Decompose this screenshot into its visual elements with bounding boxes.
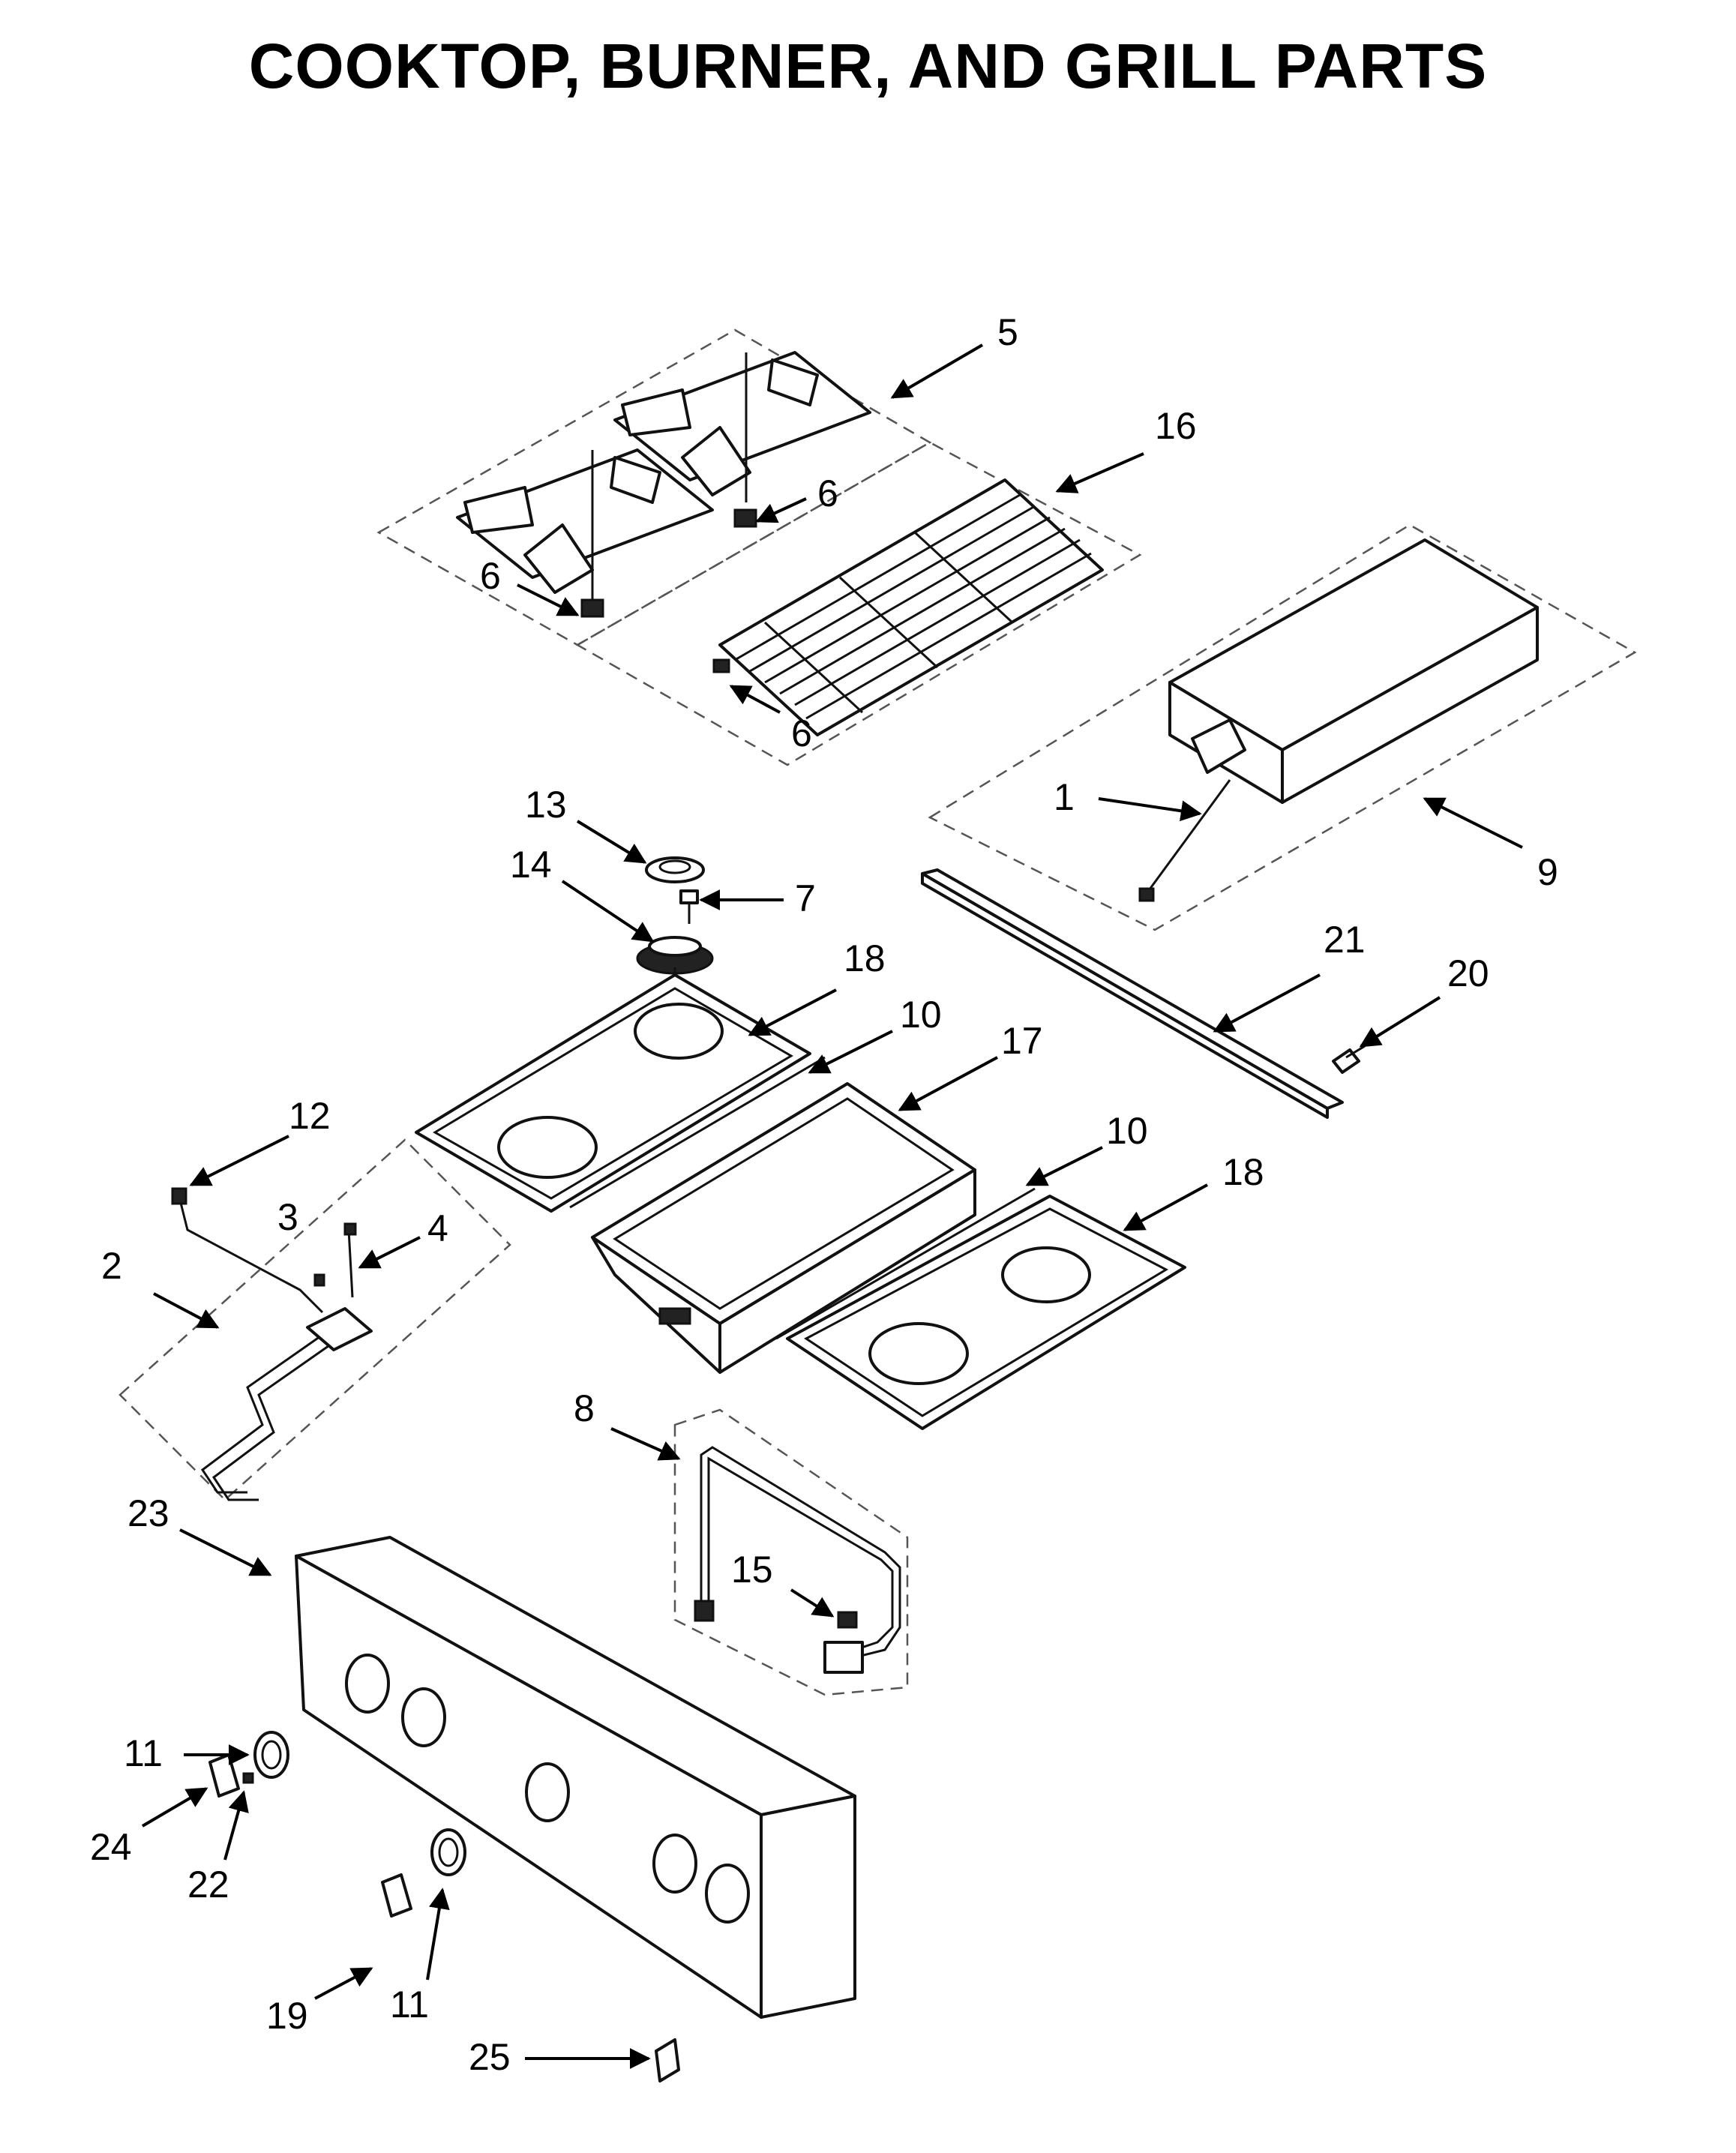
gas-tube: [694, 1446, 901, 1674]
knob-bezel-lower: [430, 1828, 466, 1876]
leader-12: [189, 1135, 289, 1186]
panel-clip: [655, 2038, 680, 2083]
callout-5: 5: [997, 311, 1018, 353]
burner-grate-right: [613, 351, 871, 528]
leader-10-upper: [808, 1030, 893, 1074]
callout-7: 7: [795, 877, 816, 919]
callout-4: 4: [427, 1207, 448, 1249]
side-strip-right: [775, 1187, 1036, 1340]
burner-tray-right: [786, 1195, 1186, 1430]
griddle: [1138, 538, 1539, 902]
callout-6-bottom: 6: [791, 712, 812, 754]
leader-5: [890, 343, 984, 399]
leader-8: [610, 1427, 681, 1461]
leader-6-right: [755, 497, 807, 523]
burner-base: [636, 936, 714, 975]
grill-pan: [591, 1082, 976, 1374]
leader-13: [576, 820, 647, 864]
griddle-outline: [928, 523, 1637, 931]
side-strip-left: [569, 1056, 826, 1209]
diagram-title: COOKTOP, BURNER, AND GRILL PARTS: [248, 31, 1488, 101]
gas-tube-outline: [673, 1408, 909, 1696]
leader-22: [223, 1790, 249, 1861]
leader-17: [898, 1056, 998, 1111]
gas-manifold: [178, 1199, 373, 1501]
callout-labels: 5 16 6 6 6 1 9 13 14 7 18 10 17 21 20 10…: [90, 311, 1558, 2078]
leader-23: [179, 1528, 272, 1576]
assembly-outlines: [118, 328, 1637, 1696]
callout-21: 21: [1324, 919, 1366, 961]
callout-14: 14: [510, 844, 552, 886]
burner-cap: [645, 856, 705, 883]
callout-18-upper: 18: [844, 937, 886, 979]
callout-6-left: 6: [480, 555, 501, 597]
control-panel: [295, 1536, 856, 2019]
callout-15: 15: [731, 1549, 773, 1591]
callout-19: 19: [266, 1995, 308, 2037]
callout-25: 25: [469, 2036, 511, 2078]
hose-fitting: [171, 1187, 187, 1205]
burner-grate-left: [456, 448, 714, 618]
leader-9: [1423, 797, 1523, 849]
callout-8: 8: [574, 1387, 595, 1429]
grate-assembly-outline: [376, 328, 932, 646]
leader-10-lower: [1025, 1146, 1103, 1186]
leader-14: [561, 880, 655, 943]
callout-20: 20: [1447, 952, 1489, 994]
callout-17: 17: [1001, 1020, 1043, 1062]
callout-10-lower: 10: [1106, 1110, 1148, 1152]
knob-lower: [381, 1873, 412, 1918]
leader-2: [153, 1292, 220, 1329]
callout-13: 13: [525, 784, 567, 826]
burner-screw: [679, 889, 699, 924]
callout-9: 9: [1537, 851, 1558, 893]
callout-16: 16: [1155, 405, 1197, 447]
callout-2: 2: [101, 1245, 122, 1287]
callout-23: 23: [127, 1492, 169, 1534]
leader-18-lower: [1123, 1183, 1208, 1231]
knob-bezel-upper: [253, 1731, 289, 1779]
orifice-fitting: [837, 1611, 858, 1629]
leader-1: [1098, 797, 1202, 822]
knob-screw: [242, 1772, 254, 1784]
callout-6-right: 6: [817, 472, 838, 514]
leader-20: [1359, 996, 1441, 1048]
knob-upper: [208, 1753, 240, 1798]
trim-screw: [1332, 1045, 1366, 1074]
orifice-screw: [313, 1273, 325, 1287]
leader-4: [358, 1236, 421, 1269]
leader-21: [1213, 973, 1321, 1033]
leader-6-bottom: [729, 685, 781, 714]
burner-tray-left: [415, 973, 811, 1213]
leader-arrows: [141, 343, 1523, 2069]
leader-19: [314, 1967, 373, 2000]
callout-22: 22: [187, 1864, 229, 1906]
ignitor-electrode: [343, 1222, 357, 1298]
callout-3: 3: [277, 1196, 298, 1238]
callout-24: 24: [90, 1826, 132, 1868]
grill-grate: [712, 478, 1104, 736]
callout-1: 1: [1054, 776, 1075, 818]
callout-11-upper: 11: [124, 1732, 163, 1774]
trim-strip: [921, 868, 1344, 1119]
grill-grate-outline: [575, 441, 1142, 766]
leader-6-left: [517, 583, 580, 616]
manifold-outline: [118, 1138, 511, 1501]
leader-24: [141, 1787, 208, 1828]
callout-11-lower: 11: [390, 1984, 429, 2026]
leader-15: [790, 1588, 835, 1618]
leader-11-lower: [426, 1888, 450, 1981]
callout-18-lower: 18: [1222, 1151, 1264, 1193]
leader-16: [1055, 452, 1144, 493]
leader-18-upper: [748, 988, 837, 1036]
callout-12: 12: [289, 1095, 331, 1137]
callout-10-upper: 10: [900, 994, 942, 1036]
